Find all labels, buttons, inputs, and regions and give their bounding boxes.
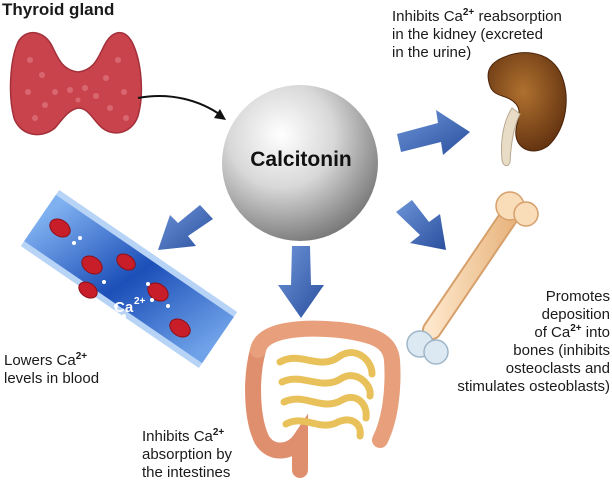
thyroid-gland-title: Thyroid gland [2,0,115,19]
red-blood-cells [49,218,191,338]
arrow-to-bone [396,200,446,250]
kidney-effect-text: Inhibits Ca2+ reabsorption in the kidney… [392,8,562,62]
kidney-line2: in the kidney (excreted [392,26,543,43]
calcitonin-label: Calcitonin [250,148,352,171]
bone-effect-text: Promotes deposition of Ca2+ into bones (… [420,288,610,396]
kidney-illustration [487,52,567,167]
thyroid-arrow-head [214,109,226,120]
blood-effect-text: Lowers Ca2+ levels in blood [4,352,99,388]
bone-line2: deposition [541,306,610,323]
intestine-effect-text: Inhibits Ca2+ absorption by the intestin… [142,428,232,482]
small-intestine [276,349,376,440]
intestine-line1: Inhibits Ca [142,428,213,445]
bone-line1: Promotes [545,288,610,305]
bone-charge: 2+ [570,323,582,334]
bone-line5: osteoclasts and [505,360,610,377]
arrow-to-kidney [397,110,470,155]
blood-line1: Lowers Ca [4,352,76,369]
intestine-line3: the intestines [142,464,231,481]
calcitonin-sphere [222,85,378,241]
vessel-ion-label: Ca [114,299,134,316]
blood-vessel-illustration: Ca 2+ [20,189,238,369]
intestine-line2: absorption by [142,446,233,463]
kidney-line1-start: Inhibits Ca [392,8,463,25]
vessel-ion-charge: 2+ [134,296,146,307]
kidney-line3: in the urine) [392,44,472,61]
intestines-illustration [245,320,401,478]
arrow-to-intestine [278,246,324,318]
thyroid-gland-illustration [9,32,143,136]
thyroid-to-calcitonin-arrow [137,95,223,117]
bone-line6: stimulates osteoblasts) [457,378,610,395]
bone-illustration [406,191,539,365]
calcium-ions [72,236,170,318]
bone-line3-start: of Ca [534,324,571,341]
kidney-charge: 2+ [462,7,475,18]
blood-line2: levels in blood [4,370,100,387]
kidney-line1-end: reabsorption [474,8,562,25]
bone-line3-end: into [581,324,610,341]
bone-line4: bones (inhibits [513,342,610,359]
intestine-charge: 2+ [212,427,225,438]
blood-charge: 2+ [75,351,88,362]
arrow-to-blood [158,205,213,250]
